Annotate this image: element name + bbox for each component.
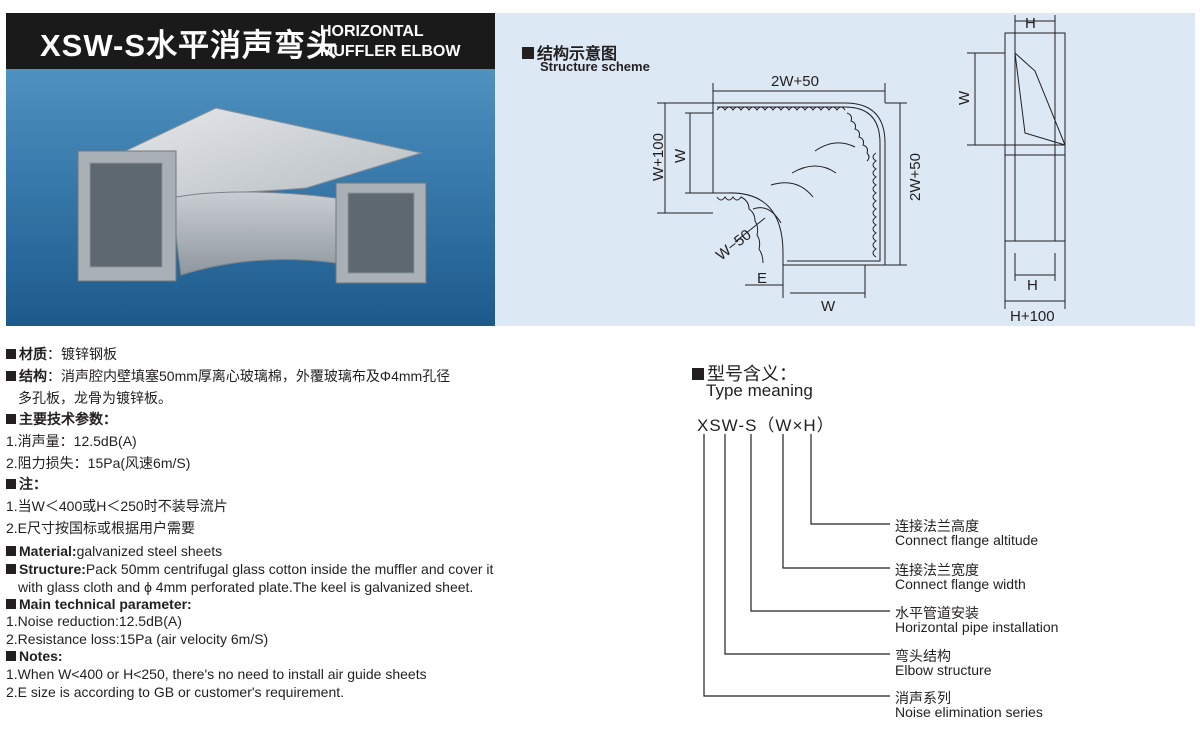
spec-param1-cn: 1.消声量：12.5dB(A) xyxy=(6,433,137,449)
spec-params-cn: 主要技术参数： xyxy=(6,411,117,427)
bullet-square-icon xyxy=(522,47,534,59)
type-item-1-cn: 连接法兰宽度 xyxy=(895,562,979,578)
bullet-square-icon xyxy=(6,479,16,489)
type-meaning-heading-en: Type meaning xyxy=(706,381,813,400)
spec-material-cn: 材质：镀锌钢板 xyxy=(6,346,117,362)
spec-structure-cn: 结构：消声腔内壁填塞50mm厚离心玻璃棉，外覆玻璃布及Φ4mm孔径 xyxy=(6,368,450,384)
dim-bottom-w: W xyxy=(821,298,836,315)
elbow-photo xyxy=(77,107,427,284)
type-item-0-cn: 连接法兰高度 xyxy=(895,518,979,534)
scheme-heading-en: Structure scheme xyxy=(540,59,650,74)
scheme-heading: 结构示意图 xyxy=(522,40,617,64)
page-title: XSW-S水平消声弯头 xyxy=(40,28,338,63)
bullet-square-icon xyxy=(6,414,16,424)
spec-material-en: Material:galvanized steel sheets xyxy=(6,543,222,559)
spec-param2-en: 2.Resistance loss:15Pa (air velocity 6m/… xyxy=(6,631,269,647)
spec-params-en: Main technical parameter: xyxy=(6,596,192,612)
bullet-square-icon xyxy=(6,371,16,381)
dim-left-outer: W+100 xyxy=(650,133,667,181)
dim-left-inner: W xyxy=(672,148,689,163)
dim-side-h-top: H xyxy=(1025,15,1036,32)
bullet-square-icon xyxy=(6,349,16,359)
title-bar xyxy=(6,13,495,69)
type-meaning-leader-lines xyxy=(703,434,890,697)
bullet-square-icon xyxy=(6,564,16,574)
dim-side-w: W xyxy=(956,90,973,105)
spec-notes-cn: 注： xyxy=(6,476,47,492)
type-item-3-en: Elbow structure xyxy=(895,662,992,678)
model-code: XSW-S（W×H） xyxy=(697,416,835,435)
type-meaning-heading: 型号含义： xyxy=(692,360,797,386)
structure-diagram: 2W+50 H H H+100 W E W+100 W 2W+50 W W−50 xyxy=(650,15,1066,325)
type-item-2-en: Horizontal pipe installation xyxy=(895,619,1059,635)
spec-param2-cn: 2.阻力损失：15Pa(风速6m/S) xyxy=(6,455,191,471)
type-item-2-cn: 水平管道安装 xyxy=(895,605,979,621)
type-item-4-en: Noise elimination series xyxy=(895,704,1043,720)
spec-note2-en: 2.E size is according to GB or customer'… xyxy=(6,684,345,700)
dim-inner-radius: W−50 xyxy=(713,226,755,264)
page-title-en: HORIZONTAL MUFFLER ELBOW xyxy=(320,23,461,60)
dim-side-h100: H+100 xyxy=(1010,308,1055,325)
type-item-4-cn: 消声系列 xyxy=(895,690,951,706)
bullet-square-icon xyxy=(6,599,16,609)
spec-note2-cn: 2.E尺寸按国标或根据用户需要 xyxy=(6,520,196,536)
spec-structure-en-line2: with glass cloth and ϕ 4mm perforated pl… xyxy=(18,579,474,595)
dim-e: E xyxy=(757,270,767,287)
spec-notes-en: Notes: xyxy=(6,648,63,664)
dim-side-h-bottom: H xyxy=(1027,277,1038,294)
structure-scheme-panel xyxy=(495,13,1195,326)
bullet-square-icon xyxy=(6,651,16,661)
bullet-square-icon xyxy=(6,546,16,556)
type-item-1-en: Connect flange width xyxy=(895,576,1026,592)
type-item-3-cn: 弯头结构 xyxy=(895,648,951,664)
spec-note1-en: 1.When W<400 or H<250, there's no need t… xyxy=(6,666,427,682)
dim-right-height: 2W+50 xyxy=(907,153,924,201)
bullet-square-icon xyxy=(692,368,704,380)
dim-top-width: 2W+50 xyxy=(771,73,819,90)
spec-param1-en: 1.Noise reduction:12.5dB(A) xyxy=(6,613,182,629)
spec-structure-en: Structure:Pack 50mm centrifugal glass co… xyxy=(6,561,493,577)
spec-note1-cn: 1.当W＜400或H＜250时不装导流片 xyxy=(6,498,228,514)
type-item-0-en: Connect flange altitude xyxy=(895,532,1039,548)
spec-structure-cn-line2: 多孔板，龙骨为镀锌板。 xyxy=(18,390,172,406)
